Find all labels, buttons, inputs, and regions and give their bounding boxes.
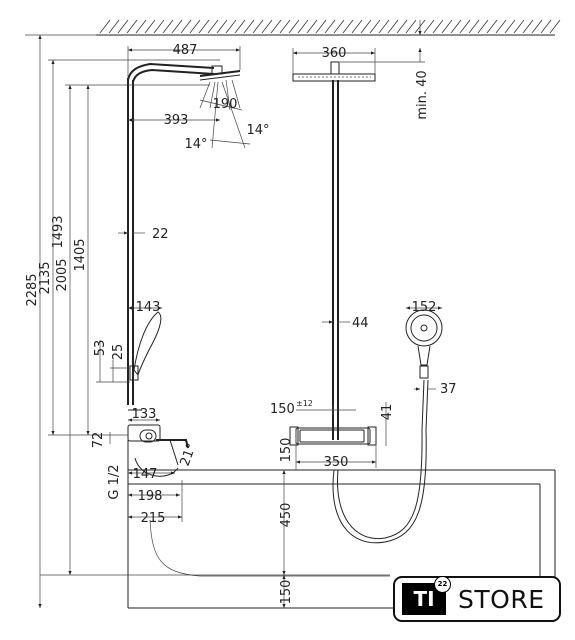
dim-1405: 1405 (73, 238, 88, 271)
dim-2135: 2135 (38, 261, 53, 294)
store-logo: TI 22 STORE (393, 576, 561, 622)
hatch-line (135, 19, 147, 34)
hatch-line (486, 19, 498, 34)
logo-word: STORE (458, 584, 545, 614)
dim-thread: G 1/2 (107, 464, 122, 499)
dim-2005: 2005 (55, 258, 70, 291)
hatch-line (396, 19, 408, 34)
hatch-line (513, 19, 525, 34)
dimension-labels: 2285 2135 2005 1493 1405 487 393 190 14°… (25, 43, 457, 604)
dim-min-ceiling: min. 40 (415, 70, 430, 119)
hatch-line (234, 19, 246, 34)
hatch-line (162, 19, 174, 34)
dim-thermostat-width: 350 (324, 455, 349, 470)
hatch-line (495, 19, 507, 34)
dim-holder-depth: 143 (136, 300, 161, 315)
hatch-line (153, 19, 165, 34)
hand-shower-front (405, 309, 443, 379)
dim-total-height: 2285 (25, 273, 40, 306)
hatch-line (342, 19, 354, 34)
hatch-line (324, 19, 336, 34)
hatch-line (297, 19, 309, 34)
dim-thermostat-41: 41 (380, 404, 395, 421)
hatch-line (432, 19, 444, 34)
dim-projection-198: 198 (138, 489, 163, 504)
hatch-line (189, 19, 201, 34)
hatch-line (378, 19, 390, 34)
hatch-line (117, 19, 129, 34)
dim-1493: 1493 (51, 215, 66, 248)
front-view-shower-column (289, 61, 443, 544)
hatch-line (423, 19, 435, 34)
hatch-line (198, 19, 210, 34)
hatch-line (288, 19, 300, 34)
dim-angle-21: 21° (178, 441, 200, 468)
hatch-line (144, 19, 156, 34)
dim-holder-25: 25 (111, 344, 126, 361)
hatch-line (270, 19, 282, 34)
bathtub-and-floor (40, 469, 556, 609)
dimension-lines (25, 20, 442, 608)
ceiling-hatching (99, 19, 561, 34)
side-head (199, 70, 241, 81)
hatch-line (171, 19, 183, 34)
logo-mark: TI 22 (402, 576, 451, 615)
hatch-line (441, 19, 453, 34)
ceiling (96, 19, 561, 36)
dim-pipe-front: 44 (352, 316, 369, 331)
hatch-line (360, 19, 372, 34)
hatch-line (522, 19, 534, 34)
hatch-line (351, 19, 363, 34)
hatch-line (126, 19, 138, 34)
hatch-line (531, 19, 543, 34)
dim-thermostat-72: 72 (91, 432, 106, 449)
hatch-line (279, 19, 291, 34)
dim-head-360: 360 (322, 46, 347, 61)
hatch-line (180, 19, 192, 34)
dim-projection-215: 215 (141, 511, 166, 526)
hatch-line (369, 19, 381, 34)
dim-hose-outlet: 37 (440, 382, 457, 397)
hatch-line (225, 19, 237, 34)
dim-floor-offset: 150 (279, 580, 294, 605)
dim-connection-147: 147 (133, 467, 158, 482)
hatch-line (504, 19, 516, 34)
dim-pipe-side: 22 (152, 227, 169, 242)
hatch-line (468, 19, 480, 34)
dim-centers-tolerance: ±12 (296, 399, 313, 408)
hatch-line (333, 19, 345, 34)
logo-sup: 22 (434, 576, 451, 593)
hatch-line (315, 19, 327, 34)
dim-centers-150: 150 (270, 402, 295, 417)
dim-head-190: 190 (213, 97, 238, 112)
hatch-line (459, 19, 471, 34)
hatch-line (306, 19, 318, 34)
hatch-line (216, 19, 228, 34)
dim-tilt-right: 14° (246, 123, 269, 138)
dim-holder-53: 53 (93, 340, 108, 357)
dim-top-width: 487 (173, 43, 198, 58)
logo-mark-text: TI (413, 587, 435, 611)
dim-hand-shower: 152 (412, 300, 437, 315)
hatch-line (540, 19, 552, 34)
hatch-line (387, 19, 399, 34)
dim-tilt-left: 14° (184, 137, 207, 152)
hatch-line (207, 19, 219, 34)
hatch-line (261, 19, 273, 34)
dim-tub-height: 450 (279, 503, 294, 528)
hatch-line (549, 19, 561, 34)
dim-thermostat-depth: 133 (132, 407, 157, 422)
side-view-shower-column (127, 62, 246, 477)
hatch-line (405, 19, 417, 34)
dim-arm-reach: 393 (164, 113, 189, 128)
hatch-line (252, 19, 264, 34)
hatch-line (99, 19, 111, 34)
hatch-line (108, 19, 120, 34)
hatch-line (477, 19, 489, 34)
dim-thermostat-150: 150 (279, 438, 294, 463)
hatch-line (243, 19, 255, 34)
hatch-line (450, 19, 462, 34)
